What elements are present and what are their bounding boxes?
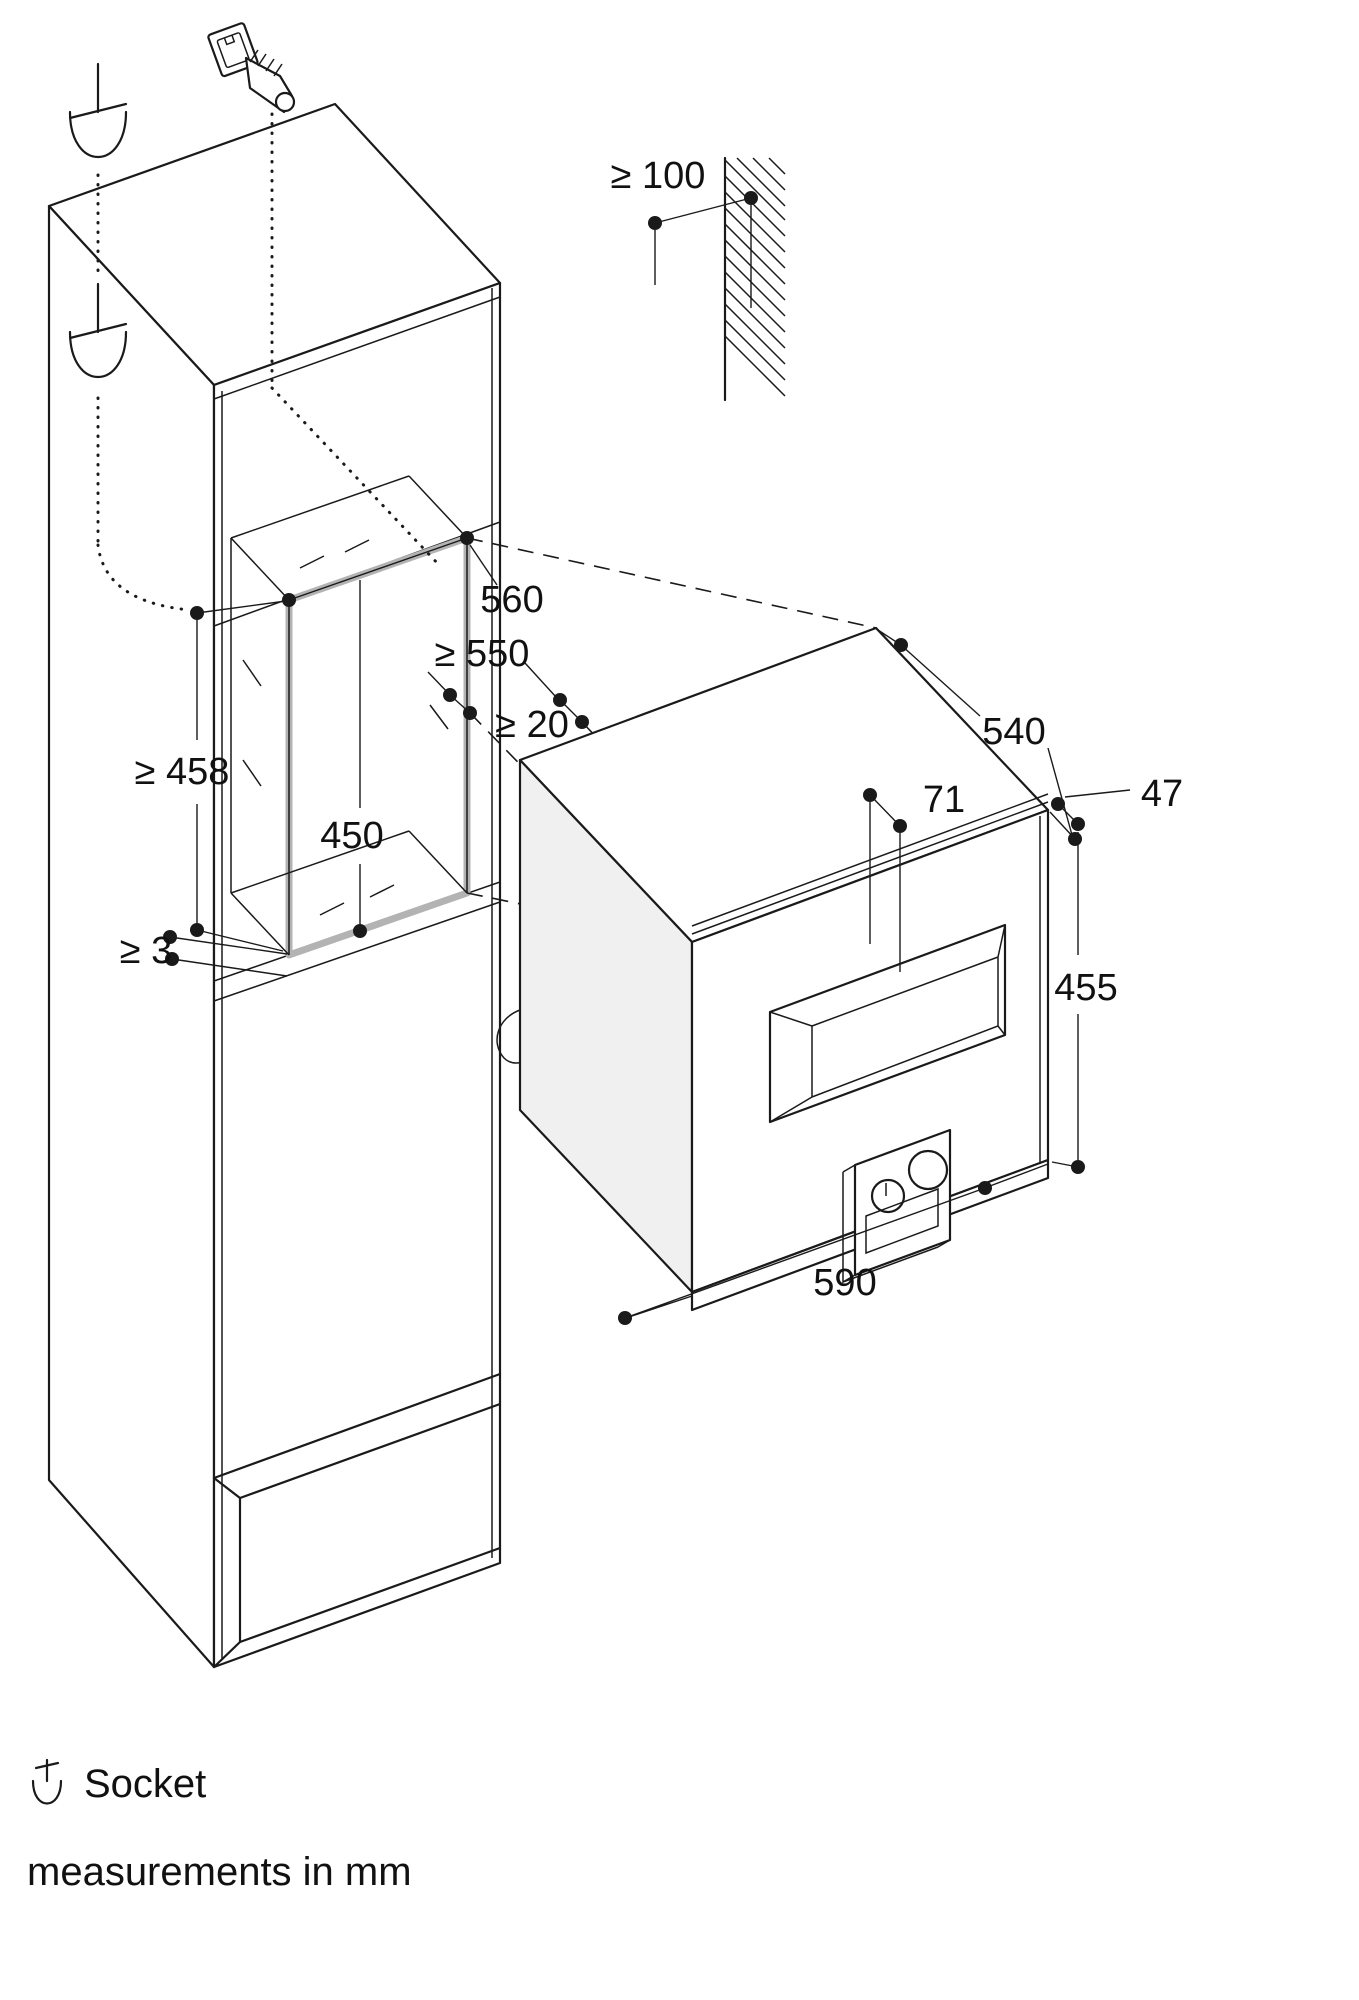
wall-hatch xyxy=(724,157,786,397)
socket-symbol-icon xyxy=(31,1758,63,1805)
dim-label-niche-height: 450 xyxy=(320,815,383,857)
dim-label-niche-depth: ≥ 550 xyxy=(435,633,530,675)
oven-display xyxy=(865,1187,939,1255)
niche-interior xyxy=(230,475,468,956)
oven-knob-right xyxy=(907,1149,949,1191)
dim-housing-height: ≥ 458 xyxy=(135,600,287,952)
legend: Socket measurements in mm xyxy=(27,1758,412,1894)
socket-symbol-lower xyxy=(68,282,192,612)
dim-niche-depth: ≥ 550 xyxy=(435,633,589,729)
dim-appliance-width: 590 xyxy=(618,1163,1049,1325)
legend-socket-label: Socket xyxy=(84,1762,206,1806)
tall-cabinet xyxy=(47,102,502,1669)
dim-bottom-gap: ≥ 3 xyxy=(120,930,288,977)
dim-control-strip-height: 71 xyxy=(863,779,965,972)
dim-label-appliance-height: 455 xyxy=(1054,967,1117,1009)
oven-door-window xyxy=(768,923,1007,1124)
dim-label-control-strip-height: 71 xyxy=(923,779,965,821)
dim-label-appliance-width: 590 xyxy=(813,1262,876,1304)
legend-units-note: measurements in mm xyxy=(27,1850,412,1894)
socket-outlet-icon xyxy=(207,22,259,78)
dim-label-frame-depth: 47 xyxy=(1141,773,1183,815)
wall-section xyxy=(723,156,786,402)
power-plug-icon xyxy=(207,22,442,568)
dim-appliance-height: 455 xyxy=(1051,832,1118,1174)
dim-label-niche-width: 560 xyxy=(480,579,543,621)
dim-label-wall-clearance: ≥ 100 xyxy=(611,155,706,197)
dim-niche-height: 450 xyxy=(320,580,384,938)
dim-label-top-clearance: ≥ 20 xyxy=(495,704,569,746)
dim-label-bottom-gap: ≥ 3 xyxy=(120,930,173,972)
cabinet-plinth xyxy=(212,1402,502,1669)
socket-symbol-top xyxy=(68,62,128,280)
dim-label-housing-height: ≥ 458 xyxy=(135,751,230,793)
dim-niche-width: 560 xyxy=(282,531,544,621)
built-in-oven xyxy=(496,626,1050,1312)
cabinet-front-face xyxy=(212,281,502,1669)
dim-frame-depth: 47 xyxy=(1051,773,1183,831)
dim-wall-clearance: ≥ 100 xyxy=(611,155,758,308)
dim-top-clearance: ≥ 20 xyxy=(427,671,569,746)
oven-control-panel xyxy=(842,1128,952,1284)
dim-label-appliance-depth: 540 xyxy=(982,711,1045,753)
cabinet-door-bottom xyxy=(212,1372,502,1480)
